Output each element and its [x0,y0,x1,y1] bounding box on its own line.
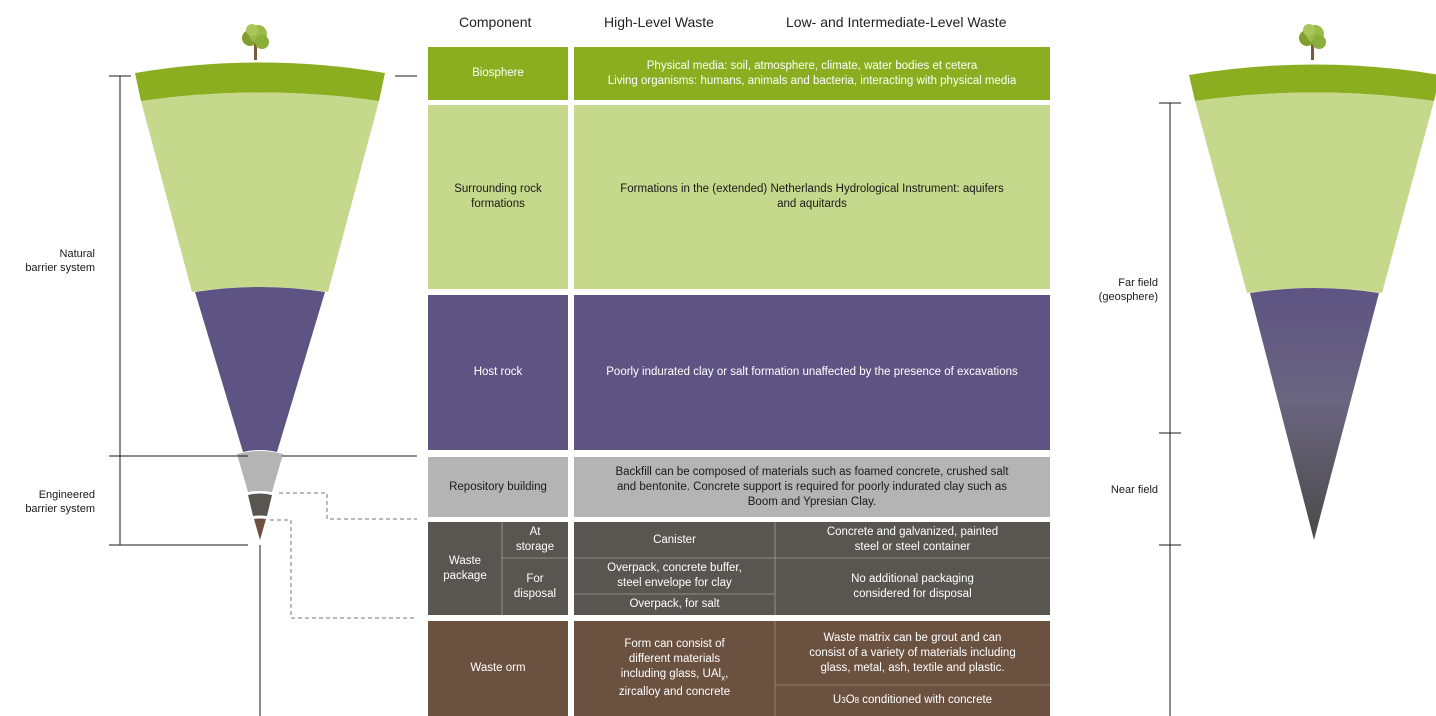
component-line: package [443,569,487,582]
desc-line: and aquitards [777,198,847,210]
cone-biosphere [1189,64,1436,101]
cone-waste-form [254,518,266,540]
desc-line: Form can consist of [624,637,725,650]
sub-line: At [529,526,541,538]
cone-waste-package [248,493,272,516]
subscript: 8 [854,696,860,705]
component-repository-building: Repository building [449,480,547,493]
sub-line: For [526,572,544,585]
label-near-field: Near field [1110,484,1158,496]
text-part: including glass, UAl [620,667,722,680]
tree-icon [1299,24,1326,60]
desc-line: zircalloy and concrete [618,686,731,699]
table-backgrounds [428,47,1050,716]
header-high-level-waste: High-Level Waste [604,14,714,30]
label-line: barrier system [25,503,95,515]
desc-line: Living organisms: humans, animals and ba… [607,74,1017,87]
component-waste-form: Waste orm [470,662,526,674]
desc-line: Overpack, concrete buffer, [607,562,742,574]
subcomponent-for-disposal: For disposal [502,558,568,615]
hlw-waste-form: Form can consist of different materials … [574,621,775,716]
desc-line: steel or steel container [854,541,971,553]
cone-deep-rock [1250,288,1379,540]
cone-host-rock [195,287,325,452]
lilw-waste-matrix: Waste matrix can be grout and can consis… [775,621,1050,685]
component-line: Surrounding rock [454,183,542,195]
cone-surrounding-rock [1195,92,1434,293]
desc-biosphere: Physical media: soil, atmosphere, climat… [574,47,1050,100]
label-line: (geosphere) [1098,291,1158,303]
desc-line: Boom and Ypresian Clay. [747,495,877,508]
header-low-intermediate-level-waste: Low- and Intermediate-Level Waste [786,14,1007,30]
subscript: x [721,673,726,683]
text-part: , [725,667,729,680]
right-brackets [1159,102,1181,716]
desc-line: considered for disposal [853,587,972,600]
desc-line: different materials [628,652,721,665]
label-far-field: Far field (geosphere) [1070,276,1158,304]
tree-icon [242,24,269,60]
desc-line: Formations in the (extended) Netherlands… [620,183,1004,195]
desc-repository-building: Backfill can be composed of materials su… [574,457,1050,517]
lilw-no-packaging: No additional packaging considered for d… [775,558,1050,615]
cone-repository [237,451,283,492]
sub-line: disposal [513,587,557,600]
component-surrounding-rock: Surrounding rock formations [428,105,568,289]
label-engineered-barrier-system: Engineered barrier system [20,488,95,516]
lilw-container: Concrete and galvanized, painted steel o… [775,522,1050,558]
label-line: Natural [59,248,95,260]
label-line: Far field [1118,277,1158,289]
subcomponent-at-storage: At storage [502,522,568,558]
component-line: Waste [448,554,482,567]
text-part: conditioned with concrete [859,694,993,706]
hlw-canister: Canister [653,533,696,546]
desc-line: Backfill can be composed of materials su… [615,465,1009,478]
text-part: U [832,694,842,706]
desc-line: and bentonite. Concrete support is requi… [617,480,1007,493]
component-biosphere: Biosphere [472,67,524,79]
label-natural-barrier-system: Natural barrier system [20,247,95,275]
header-component: Component [459,14,532,30]
desc-line: Concrete and galvanized, painted [826,526,999,538]
left-cone [135,24,385,540]
waste-form-dividers [774,621,1050,716]
cone-biosphere [135,62,385,101]
desc-line: Waste matrix can be grout and can [823,631,1002,644]
desc-line: No additional packaging [851,572,974,585]
hlw-overpack-clay: Overpack, concrete buffer, steel envelop… [574,558,775,594]
right-cone [1189,24,1436,540]
desc-host-rock: Poorly indurated clay or salt formation … [606,366,1018,378]
desc-line: consist of a variety of materials includ… [809,646,1016,659]
desc-line: Physical media: soil, atmosphere, climat… [646,59,978,72]
left-brackets [109,75,417,716]
dashed-connectors [270,492,417,619]
label-line: Engineered [38,489,95,501]
component-line: formations [471,198,525,210]
desc-line: glass, metal, ash, textile and plastic. [820,661,1005,674]
text-part: O [845,694,855,706]
hlw-overpack-salt: Overpack, for salt [629,598,720,610]
cone-surrounding-rock [141,92,379,292]
table-dividers [501,522,1050,615]
subscript: 3 [841,696,846,705]
label-line: barrier system [25,262,95,274]
desc-line: steel envelope for clay [617,577,732,589]
component-waste-package: Waste package [428,522,502,615]
desc-line: including glass, UAlx, [621,667,729,685]
sub-line: storage [515,541,555,553]
desc-surrounding-rock: Formations in the (extended) Netherlands… [574,105,1050,289]
component-host-rock: Host rock [473,366,523,378]
